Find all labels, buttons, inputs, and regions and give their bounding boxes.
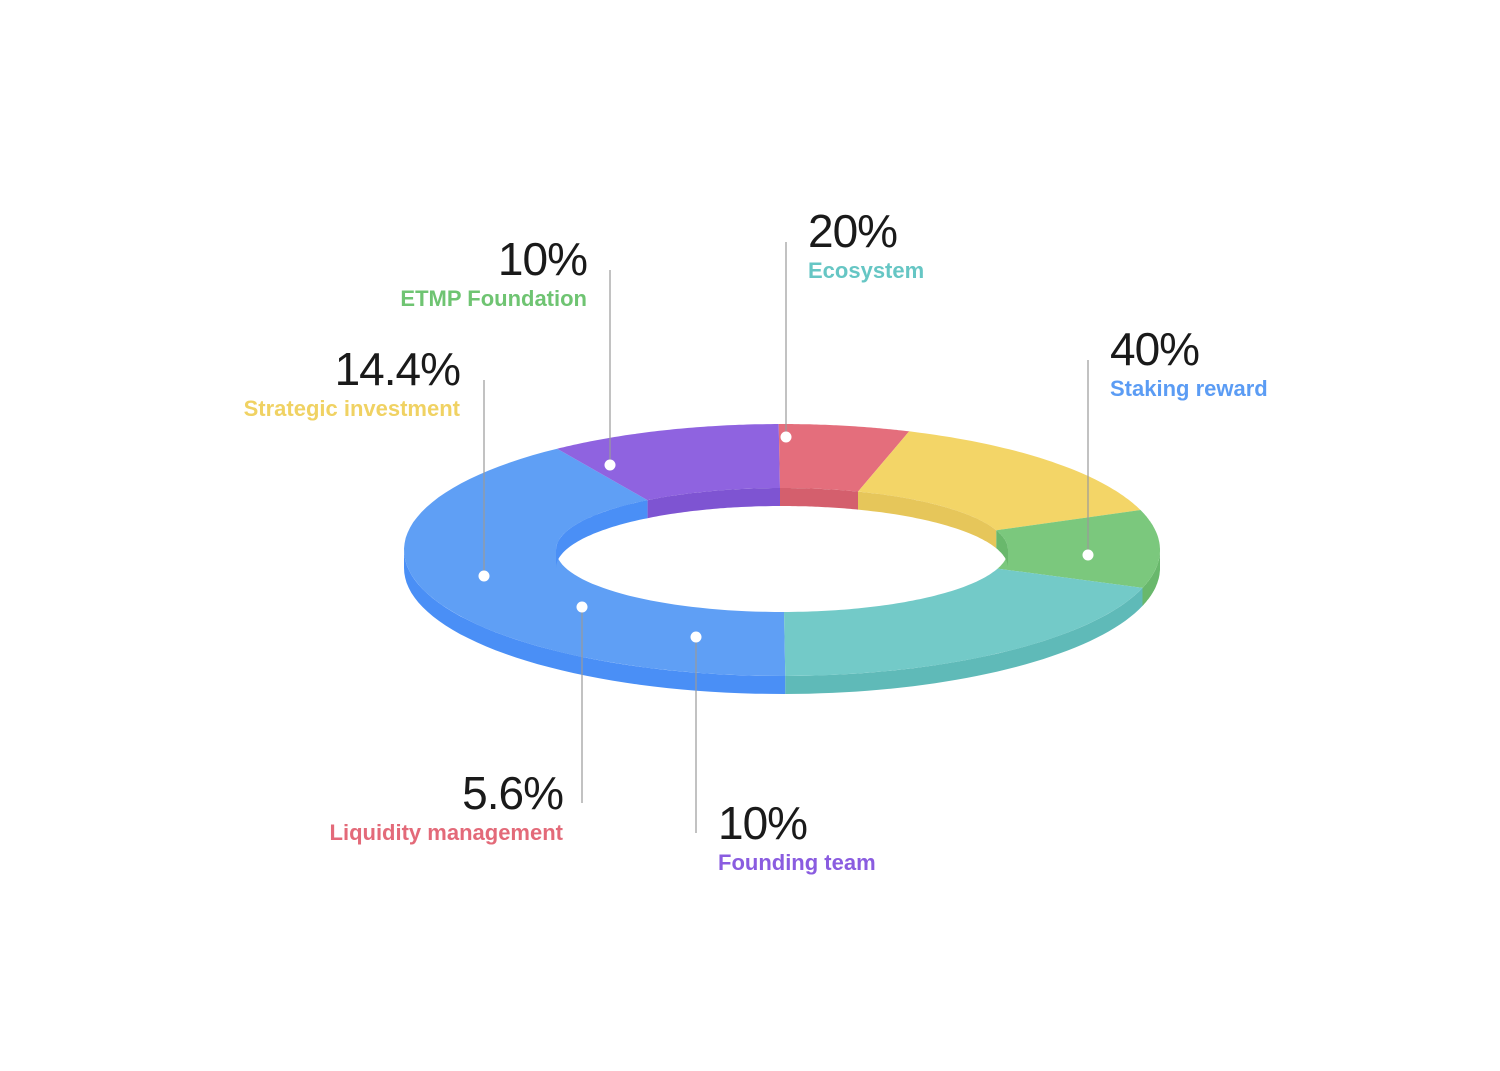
slice-inner-founding-team xyxy=(647,488,780,519)
slice-inner-liquidity-management xyxy=(780,488,858,510)
slice-etmp-foundation xyxy=(996,510,1160,588)
label-founding-team: 10% Founding team xyxy=(718,800,876,876)
label-strategic-investment: 14.4% Strategic investment xyxy=(243,343,461,422)
donut-hole xyxy=(556,506,1008,630)
slice-inner-strategic-investment xyxy=(858,491,997,549)
slice-inner-etmp-foundation xyxy=(996,530,1008,568)
name-staking-reward: Staking reward xyxy=(1110,376,1268,401)
value-founding-team: 10% xyxy=(718,797,808,849)
name-liquidity-management: Liquidity management xyxy=(329,820,563,845)
name-founding-team: Founding team xyxy=(718,850,876,875)
slice-side-etmp-foundation xyxy=(1142,550,1160,606)
leader-dot-founding-team xyxy=(690,631,702,643)
slice-ecosystem xyxy=(784,568,1143,676)
leader-dot-liquidity-management xyxy=(576,601,588,613)
leader-dot-strategic-investment xyxy=(478,570,490,582)
label-etmp-foundation: 10% ETMP Foundation xyxy=(400,233,588,312)
label-ecosystem: 20% Ecosystem xyxy=(808,208,924,284)
name-ecosystem: Ecosystem xyxy=(808,258,925,283)
slice-liquidity-management xyxy=(778,424,910,492)
leader-dot-ecosystem xyxy=(780,431,792,443)
value-strategic-investment: 14.4% xyxy=(334,343,461,395)
name-etmp-foundation: ETMP Foundation xyxy=(400,286,587,311)
slice-inner-staking-reward xyxy=(556,500,648,568)
value-etmp-foundation: 10% xyxy=(497,233,588,285)
label-staking-reward: 40% Staking reward xyxy=(1110,326,1268,402)
leader-dot-etmp-foundation xyxy=(604,459,616,471)
slice-side-staking-reward xyxy=(404,550,786,694)
value-liquidity-management: 5.6% xyxy=(462,767,564,819)
leader-dot-staking-reward xyxy=(1082,549,1094,561)
slice-founding-team xyxy=(557,424,780,501)
slice-side-ecosystem xyxy=(785,587,1143,694)
name-strategic-investment: Strategic investment xyxy=(243,396,460,421)
label-liquidity-management: 5.6% Liquidity management xyxy=(329,767,564,846)
slice-staking-reward xyxy=(404,448,786,676)
slice-strategic-investment xyxy=(858,431,1141,531)
value-ecosystem: 20% xyxy=(808,205,898,257)
value-staking-reward: 40% xyxy=(1110,323,1200,375)
